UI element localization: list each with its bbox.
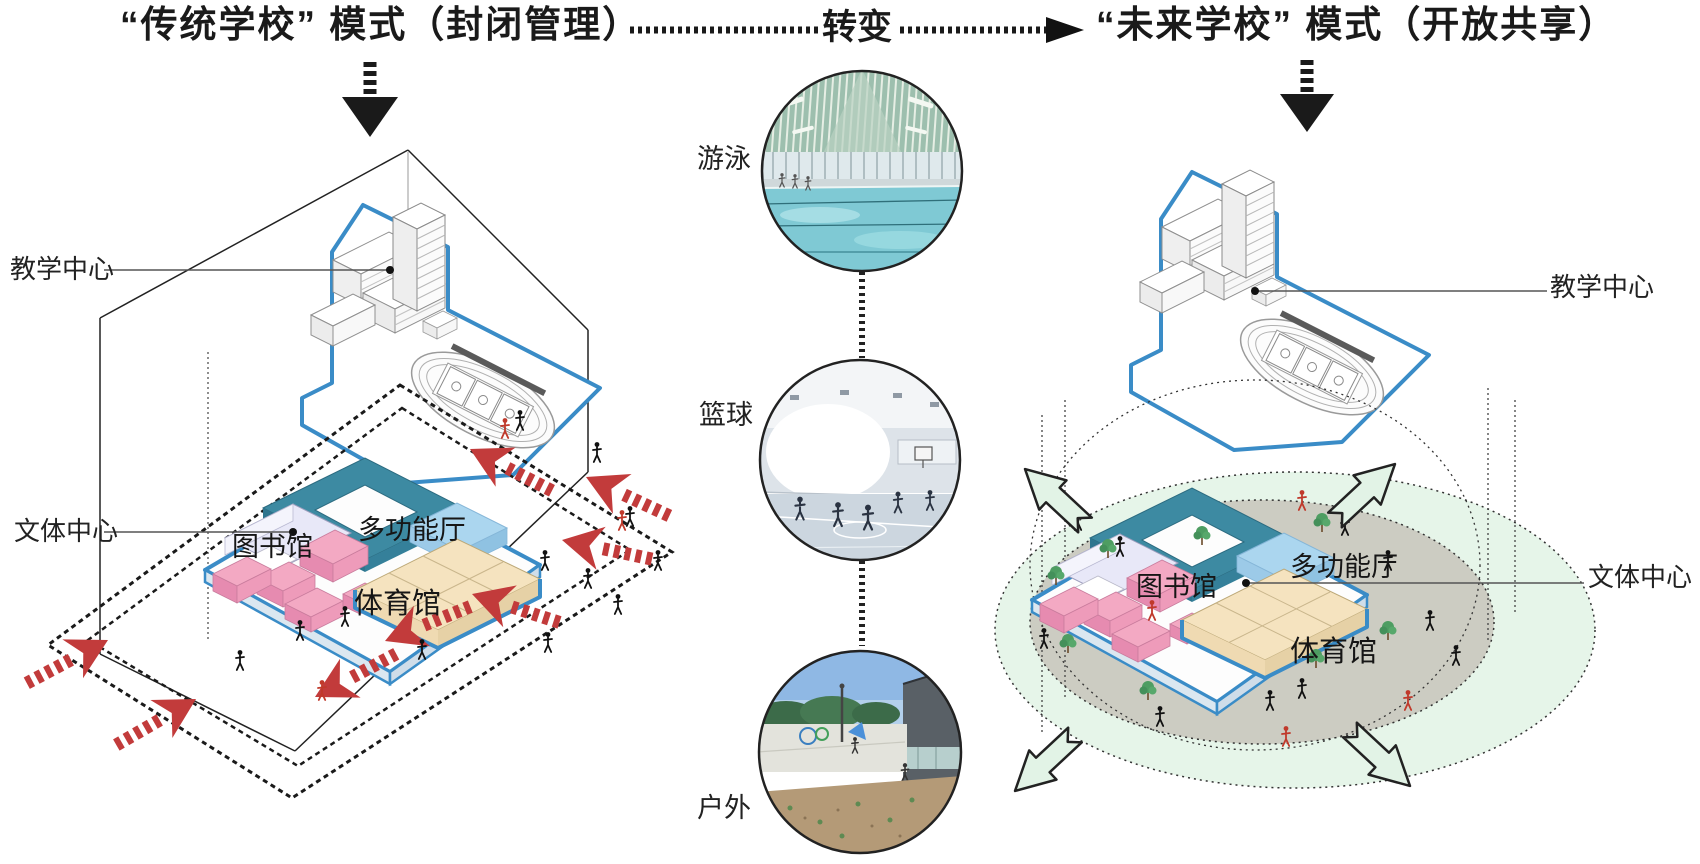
left-axon-diagram	[15, 149, 681, 800]
left-label-gymnasium: 体育馆	[354, 588, 442, 620]
right-label-teaching-center: 教学中心	[1550, 272, 1655, 302]
facility-label-basketball: 篮球	[699, 400, 753, 430]
leader-lines-left	[104, 269, 390, 533]
left-label-multifunction-hall: 多功能厅	[358, 515, 466, 545]
left-label-culture-sports-center: 文体中心	[14, 516, 119, 546]
right-label-culture-sports-center: 文体中心	[1588, 562, 1693, 592]
right-title: “未来学校” 模式（开放共享）	[1096, 4, 1618, 45]
right-label-library: 图书馆	[1136, 572, 1217, 602]
left-label-library: 图书馆	[232, 532, 313, 562]
right-axon-diagram	[994, 168, 1596, 807]
transition-label: 转变	[822, 8, 893, 47]
right-down-arrow-icon	[1280, 60, 1334, 132]
shared-facility-photos	[757, 69, 964, 855]
right-label-multifunction-hall: 多功能厅	[1290, 552, 1398, 582]
left-title: “传统学校” 模式（封闭管理）	[120, 4, 642, 45]
facility-label-swimming: 游泳	[697, 144, 751, 174]
dashed-boundary	[45, 383, 675, 800]
leader-lines-right	[1246, 290, 1584, 584]
left-down-arrow-icon	[342, 62, 398, 137]
right-label-gymnasium: 体育馆	[1290, 636, 1378, 668]
transition-arrow	[630, 17, 1084, 43]
left-label-teaching-center: 教学中心	[10, 254, 115, 284]
facility-label-outdoor: 户外	[697, 793, 751, 823]
